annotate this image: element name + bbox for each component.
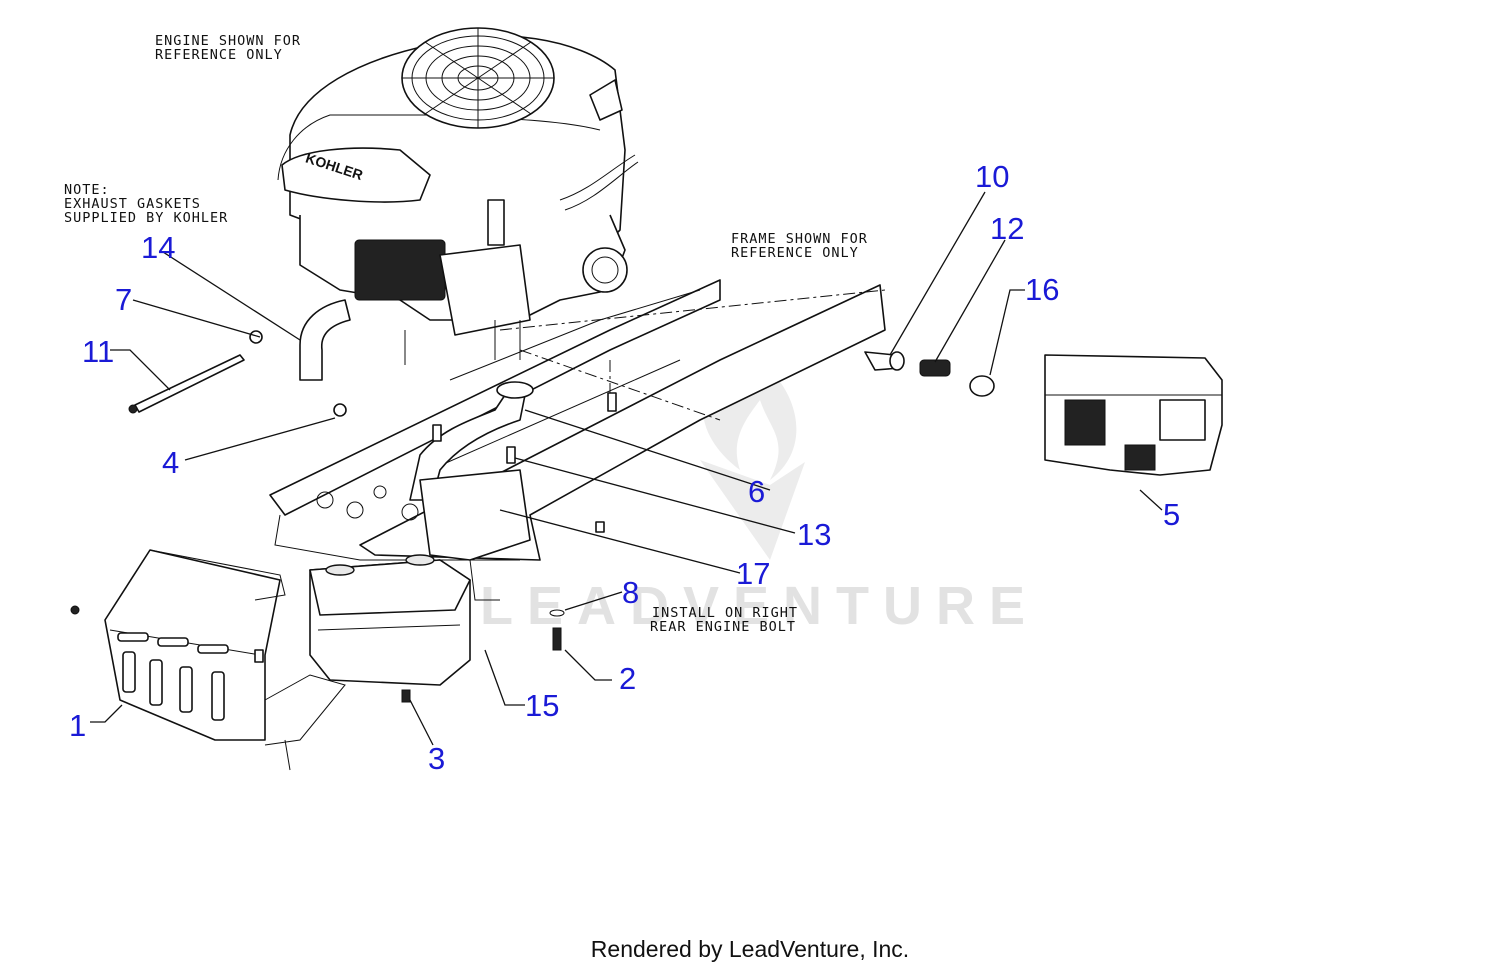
svg-text:NOTE:: NOTE: [64,182,110,198]
muffler [309,554,471,686]
svg-text:REFERENCE ONLY: REFERENCE ONLY [731,245,859,261]
callout-1[interactable]: 1 [69,708,86,743]
engine-reference-drawing: KOHLER [277,27,639,365]
fasteners [70,330,605,703]
callout-16[interactable]: 16 [1025,272,1059,307]
long-bolt [128,354,245,414]
callout-11[interactable]: 11 [82,334,114,369]
svg-text:SUPPLIED BY KOHLER: SUPPLIED BY KOHLER [64,210,228,226]
callout-10[interactable]: 10 [975,159,1009,194]
svg-text:REAR ENGINE BOLT: REAR ENGINE BOLT [650,619,796,635]
svg-text:EXHAUST GASKETS: EXHAUST GASKETS [64,196,201,212]
callout-6[interactable]: 6 [748,474,765,509]
callout-7[interactable]: 7 [115,282,132,317]
callout-17[interactable]: 17 [736,556,770,591]
callout-3[interactable]: 3 [428,741,445,776]
muffler-bracket [419,469,531,601]
spacer-parts [864,351,995,397]
callout-14[interactable]: 14 [141,230,175,265]
heat-shield [104,549,346,771]
svg-text:ENGINE SHOWN FOR: ENGINE SHOWN FOR [155,33,301,49]
note-engine-reference: ENGINE SHOWN FOR REFERENCE ONLY [155,33,301,63]
callout-15[interactable]: 15 [525,688,559,723]
watermark: LEADVENTURE [480,360,1039,636]
exhaust-elbow [299,299,351,381]
engine-small-reference [1044,354,1223,476]
callout-5[interactable]: 5 [1163,497,1180,532]
callout-4[interactable]: 4 [162,445,179,480]
exhaust-pipe [409,381,617,501]
note-install-location: INSTALL ON RIGHT REAR ENGINE BOLT [650,605,798,635]
svg-text:REFERENCE ONLY: REFERENCE ONLY [155,47,283,63]
svg-text:FRAME SHOWN FOR: FRAME SHOWN FOR [731,231,868,247]
leader-lines [90,191,1163,746]
callout-2[interactable]: 2 [619,661,636,696]
callout-8[interactable]: 8 [622,575,639,610]
footer-credit: Rendered by LeadVenture, Inc. [590,936,910,962]
note-exhaust-gaskets: NOTE: EXHAUST GASKETS SUPPLIED BY KOHLER [64,182,228,226]
callout-12[interactable]: 12 [990,211,1024,246]
svg-text:INSTALL ON RIGHT: INSTALL ON RIGHT [652,605,798,621]
watermark-text: LEADVENTURE [480,576,1039,636]
callouts: 10 12 16 14 7 11 4 6 13 17 5 8 2 15 1 3 [69,159,1180,776]
note-frame-reference: FRAME SHOWN FOR REFERENCE ONLY [731,231,868,261]
callout-13[interactable]: 13 [797,517,831,552]
